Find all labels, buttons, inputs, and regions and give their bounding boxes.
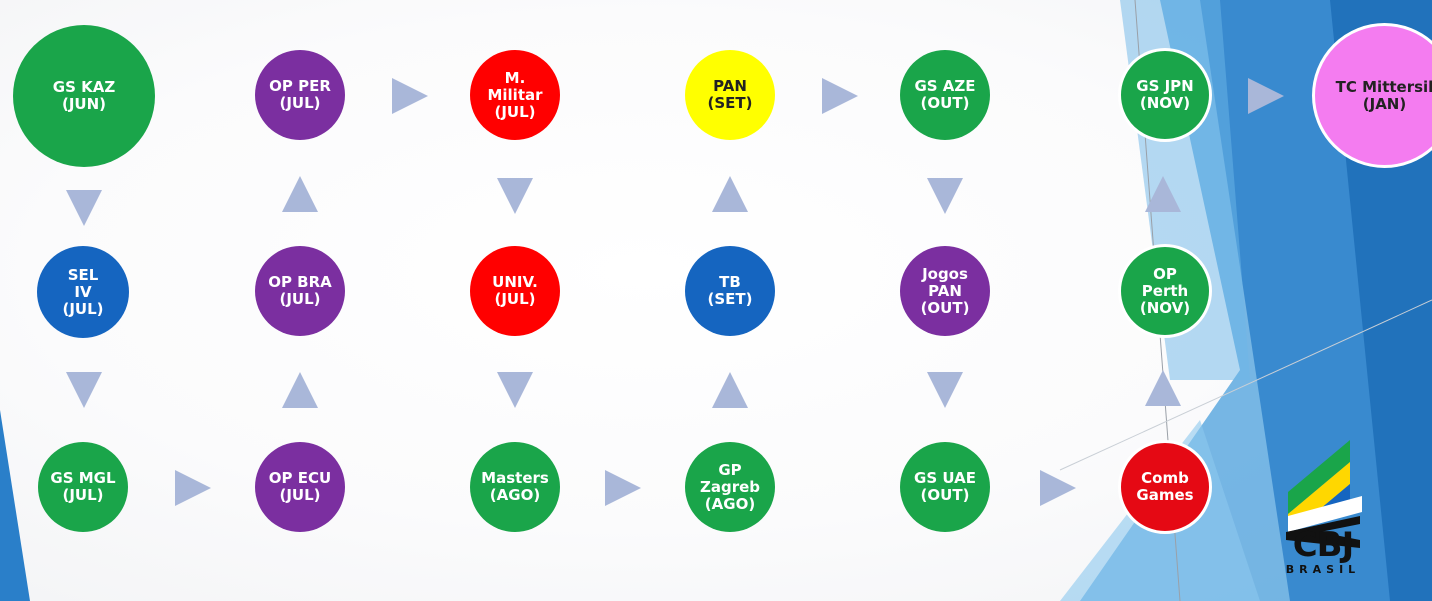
arrow-down — [497, 372, 533, 408]
node-gs-uae: GS UAE (OUT) — [900, 442, 990, 532]
arrow-down — [927, 372, 963, 408]
logo-subtext: BRASIL — [1285, 563, 1361, 576]
arrow-right — [175, 470, 211, 506]
arrow-up — [1145, 370, 1181, 406]
node-gp-zagreb: GP Zagreb (AGO) — [685, 442, 775, 532]
arrow-down — [927, 178, 963, 214]
node-tc-mittersill: TC Mittersil (JAN) — [1312, 23, 1432, 168]
arrow-right — [1040, 470, 1076, 506]
node-gs-kaz: GS KAZ (JUN) — [13, 25, 155, 167]
node-univ: UNIV. (JUL) — [470, 246, 560, 336]
arrow-right — [605, 470, 641, 506]
logo-text: CBJ — [1292, 525, 1355, 565]
arrow-up — [1145, 176, 1181, 212]
arrow-right — [1248, 78, 1284, 114]
arrow-right — [822, 78, 858, 114]
arrow-down — [497, 178, 533, 214]
node-masters: Masters (AGO) — [470, 442, 560, 532]
arrow-down — [66, 190, 102, 226]
arrow-up — [282, 176, 318, 212]
arrow-down — [66, 372, 102, 408]
node-op-bra: OP BRA (JUL) — [255, 246, 345, 336]
node-m-militar: M. Militar (JUL) — [470, 50, 560, 140]
node-gs-aze: GS AZE (OUT) — [900, 50, 990, 140]
node-op-per: OP PER (JUL) — [255, 50, 345, 140]
node-pan-set: PAN (SET) — [685, 50, 775, 140]
node-sel-iv: SEL IV (JUL) — [37, 246, 129, 338]
arrow-up — [712, 372, 748, 408]
node-gs-jpn: GS JPN (NOV) — [1118, 48, 1212, 142]
arrow-up — [712, 176, 748, 212]
arrow-right — [392, 78, 428, 114]
node-op-perth: OP Perth (NOV) — [1118, 244, 1212, 338]
arrow-up — [282, 372, 318, 408]
node-op-ecu: OP ECU (JUL) — [255, 442, 345, 532]
node-comb-games: Comb Games — [1118, 440, 1212, 534]
cbj-logo — [1286, 440, 1362, 548]
node-jogos-pan: Jogos PAN (OUT) — [900, 246, 990, 336]
node-gs-mgl: GS MGL (JUL) — [38, 442, 128, 532]
node-tb-set: TB (SET) — [685, 246, 775, 336]
